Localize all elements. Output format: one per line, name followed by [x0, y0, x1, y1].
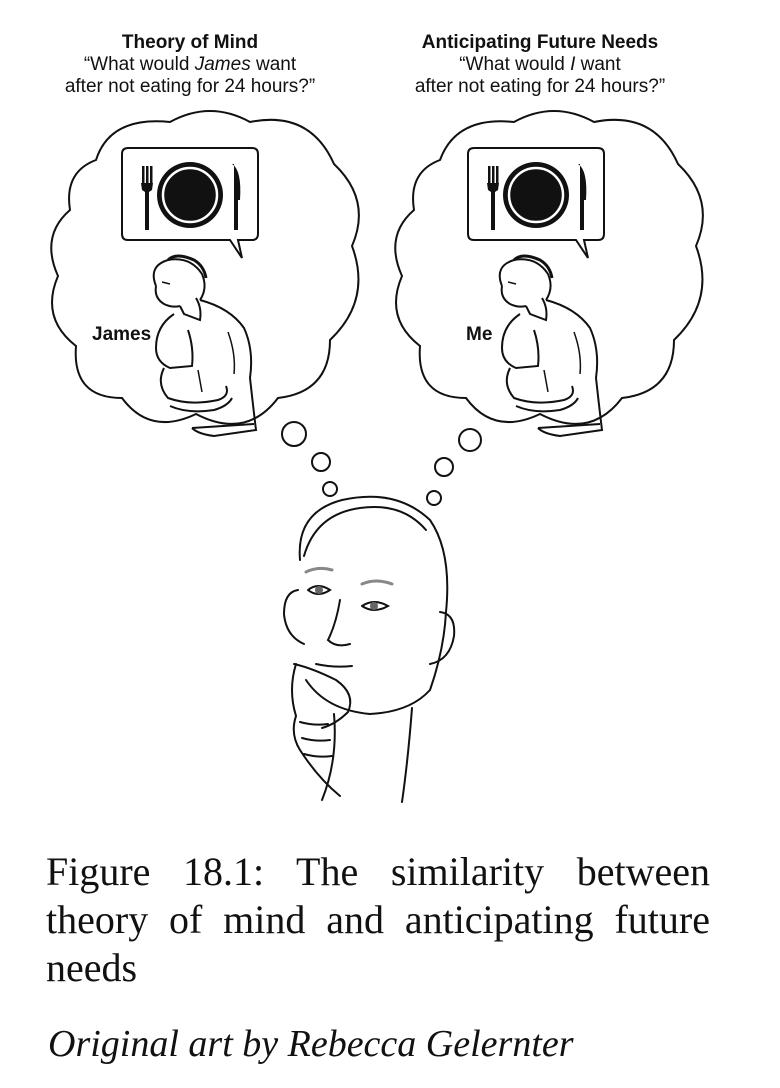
left-q-pre: “What would	[83, 54, 195, 75]
right-person-label: Me	[466, 324, 492, 345]
right-panel-question-line1: “What would I want	[390, 54, 690, 76]
right-q-post: want	[575, 54, 621, 75]
left-panel-title: Theory of Mind	[121, 32, 259, 53]
left-panel-question-line1: “What would James want	[40, 54, 340, 76]
right-thought-bubble: Me	[394, 110, 704, 506]
figure-caption: Figure 18.1: The similarity between theo…	[46, 849, 710, 990]
right-q-em: I	[570, 54, 576, 75]
left-person-label: James	[92, 324, 151, 345]
thinking-person	[282, 495, 456, 803]
right-panel-header: Anticipating Future Needs “What would I …	[390, 32, 690, 98]
left-thought-bubble: James	[50, 110, 360, 497]
right-panel-title: Anticipating Future Needs	[421, 32, 659, 53]
art-credit: Original art by Rebecca Gelernter	[48, 1023, 574, 1065]
left-panel-header: Theory of Mind “What would James want af…	[40, 32, 340, 98]
right-panel-question-line2: after not eating for 24 hours?”	[414, 76, 666, 97]
left-q-post: want	[250, 54, 297, 75]
left-panel-question-line2: after not eating for 24 hours?”	[64, 76, 316, 97]
left-q-em: James	[194, 54, 251, 75]
right-q-pre: “What would	[459, 54, 571, 75]
illustration: James Me	[50, 110, 704, 803]
